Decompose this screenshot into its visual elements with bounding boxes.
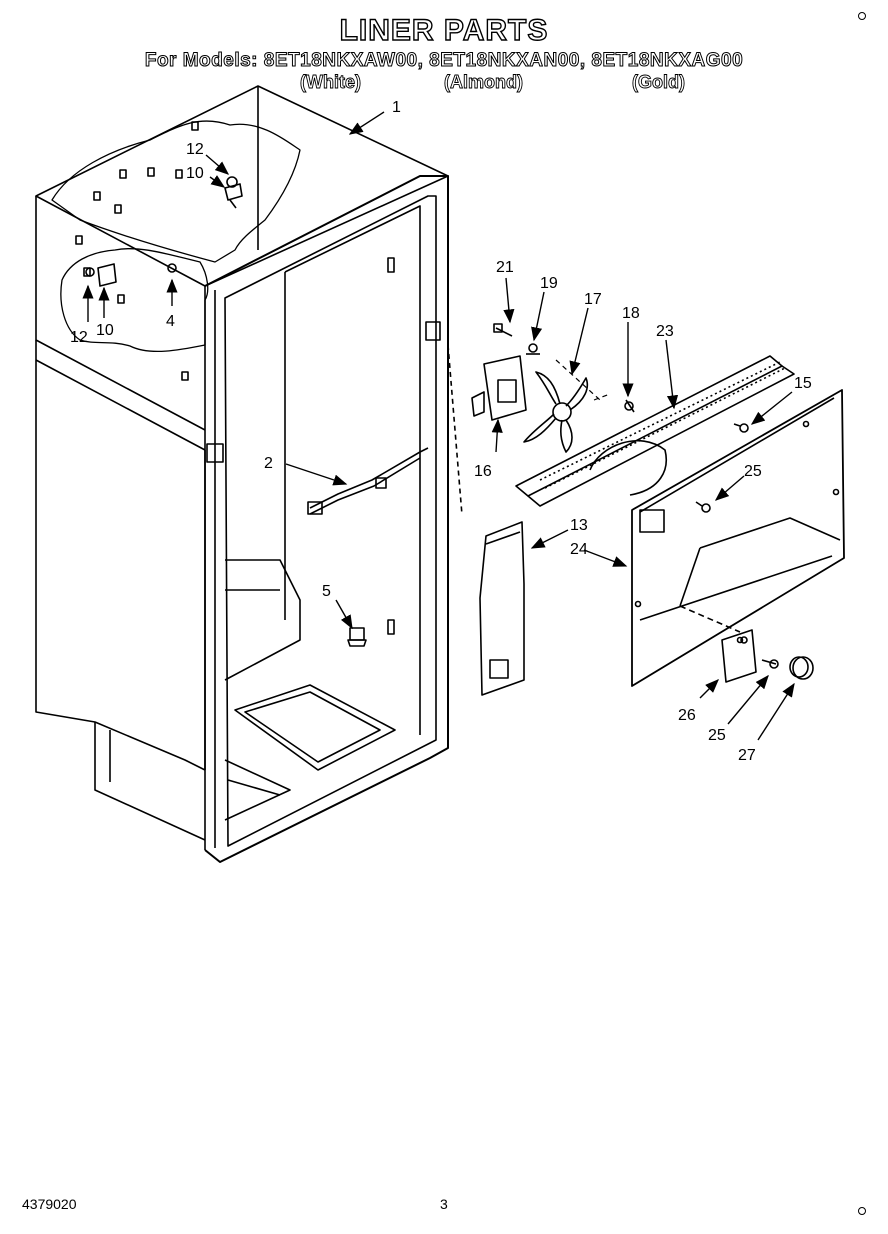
callout-24: 24	[570, 541, 588, 558]
callout-12-lower: 12	[70, 329, 88, 346]
part-17-fan-blade	[523, 371, 589, 453]
callout-19: 19	[540, 275, 558, 292]
part-13-duct-panel	[479, 521, 525, 696]
callout-2: 2	[264, 455, 273, 472]
callout-5: 5	[322, 583, 331, 600]
part-18-screw	[624, 399, 635, 413]
part-2-harness	[307, 447, 429, 515]
callout-25-upper: 25	[744, 463, 762, 480]
part-27-knob	[789, 656, 814, 680]
leader-arrows	[82, 111, 795, 741]
part-10-clip-lower	[97, 263, 117, 287]
page-title: LINER PARTS	[339, 13, 549, 47]
liner-cabinet	[35, 85, 463, 863]
callout-15: 15	[794, 375, 812, 392]
model-list: For Models: 8ET18NKXAW00, 8ET18NKXAN00, …	[144, 50, 744, 72]
page-number: 3	[440, 1196, 448, 1212]
callout-4: 4	[166, 313, 175, 330]
callout-25-lower: 25	[708, 727, 726, 744]
part-25-screw-upper	[695, 501, 711, 513]
callout-26: 26	[678, 707, 696, 724]
part-16-fan-motor	[471, 355, 527, 421]
callout-23: 23	[656, 323, 674, 340]
part-number: 4379020	[22, 1196, 77, 1212]
part-12-fastener-upper	[226, 176, 238, 188]
callout-12-upper: 12	[186, 141, 204, 158]
corner-mark-bottom-right	[858, 1207, 866, 1215]
callout-10-upper: 10	[186, 165, 204, 182]
callout-10-lower: 10	[96, 322, 114, 339]
callout-21: 21	[496, 259, 514, 276]
part-12-fastener-lower	[85, 267, 95, 277]
part-26-plate	[721, 629, 757, 683]
callout-1: 1	[392, 99, 401, 116]
callout-18: 18	[622, 305, 640, 322]
callout-labels: 1 2 4 5 10 10 12 12 13 15 16 17 18 19 21…	[70, 99, 812, 764]
corner-mark-top-right	[858, 12, 866, 20]
part-5-sensor	[347, 627, 367, 647]
part-4-fastener	[167, 263, 177, 273]
callout-16: 16	[474, 463, 492, 480]
callout-27: 27	[738, 747, 756, 764]
color-gold: (Gold)	[632, 72, 686, 93]
part-25-screw-lower	[761, 659, 779, 669]
part-24-evaporator-cover	[631, 389, 845, 687]
callout-13: 13	[570, 517, 588, 534]
part-15-screw	[733, 423, 749, 433]
color-white: (White)	[300, 72, 362, 93]
part-19-bracket	[526, 343, 540, 355]
part-23-air-grille	[515, 355, 795, 507]
part-21-screw	[493, 323, 513, 337]
color-almond: (Almond)	[444, 72, 524, 93]
callout-17: 17	[584, 291, 602, 308]
